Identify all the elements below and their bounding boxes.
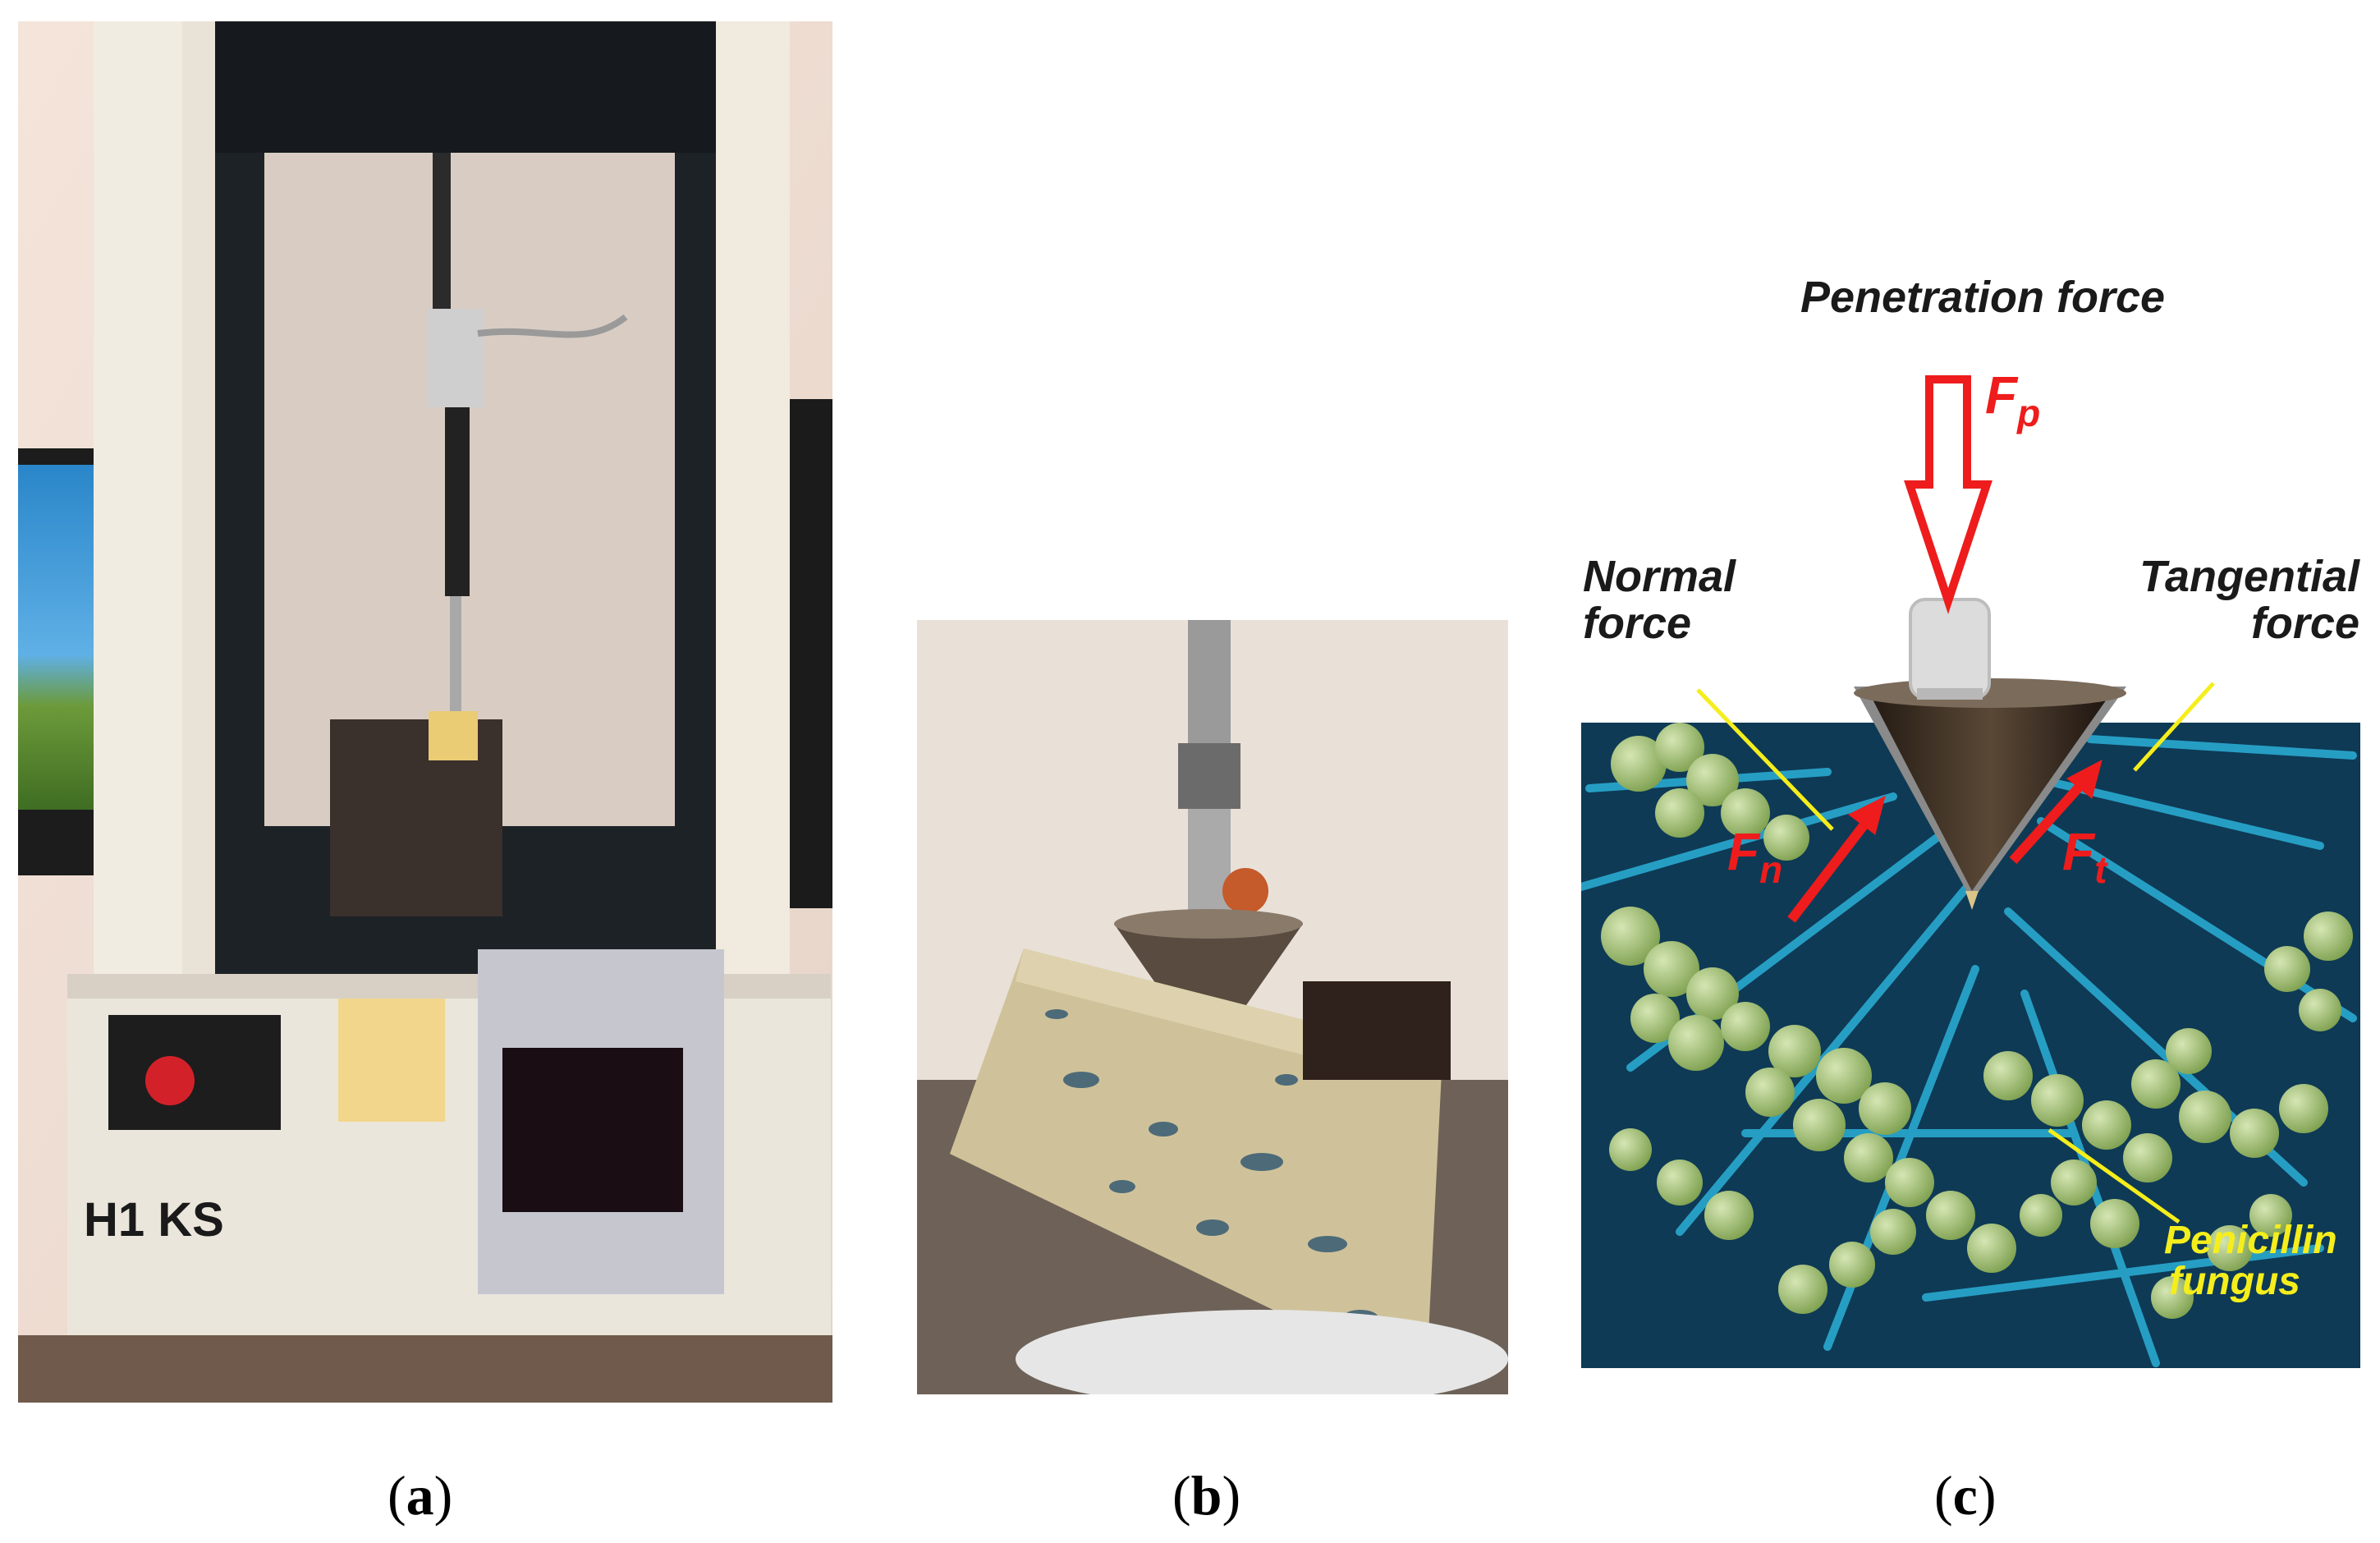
ft-main: F [2062, 822, 2095, 881]
caption-c-letter: c [1952, 1464, 1978, 1527]
tangential-force-line2: force [2250, 598, 2359, 648]
caption-c: (c) [1934, 1464, 1997, 1527]
fn-sub: n [1759, 848, 1783, 892]
fungus-line2: fungus [2169, 1260, 2300, 1304]
panel-a-photo: H1 KS [18, 21, 832, 1403]
fp-main: F [1985, 365, 2018, 425]
tangential-force-label: Tangential force [2121, 553, 2359, 646]
ft-label: Ft [2062, 824, 2107, 889]
cheese-test-illustration [917, 620, 1508, 1394]
fungus-line1: Penicillin [2164, 1219, 2337, 1262]
penicillin-fungus-label: Penicillin fungus [2164, 1219, 2337, 1304]
fp-label: Fp [1985, 365, 2041, 435]
machine-label: H1 KS [84, 1193, 224, 1247]
caption-b: (b) [1172, 1464, 1241, 1527]
tangential-force-line1: Tangential [2139, 552, 2359, 601]
panel-b-photo [917, 620, 1508, 1394]
normal-force-line1: Normal [1583, 552, 1736, 601]
penetration-force-arrow [1904, 375, 1993, 614]
caption-a-letter: a [406, 1464, 434, 1527]
testing-machine-illustration [18, 21, 832, 1403]
fp-sub: p [2017, 392, 2041, 435]
caption-b-letter: b [1190, 1464, 1222, 1527]
fn-label: Fn [1727, 824, 1782, 889]
fn-main: F [1727, 822, 1760, 881]
penetration-force-label: Penetration force [1800, 273, 2166, 322]
ft-sub: t [2094, 848, 2107, 892]
normal-force-label: Normal force [1583, 553, 1736, 646]
normal-force-line2: force [1583, 598, 1692, 648]
caption-a: (a) [387, 1464, 453, 1527]
